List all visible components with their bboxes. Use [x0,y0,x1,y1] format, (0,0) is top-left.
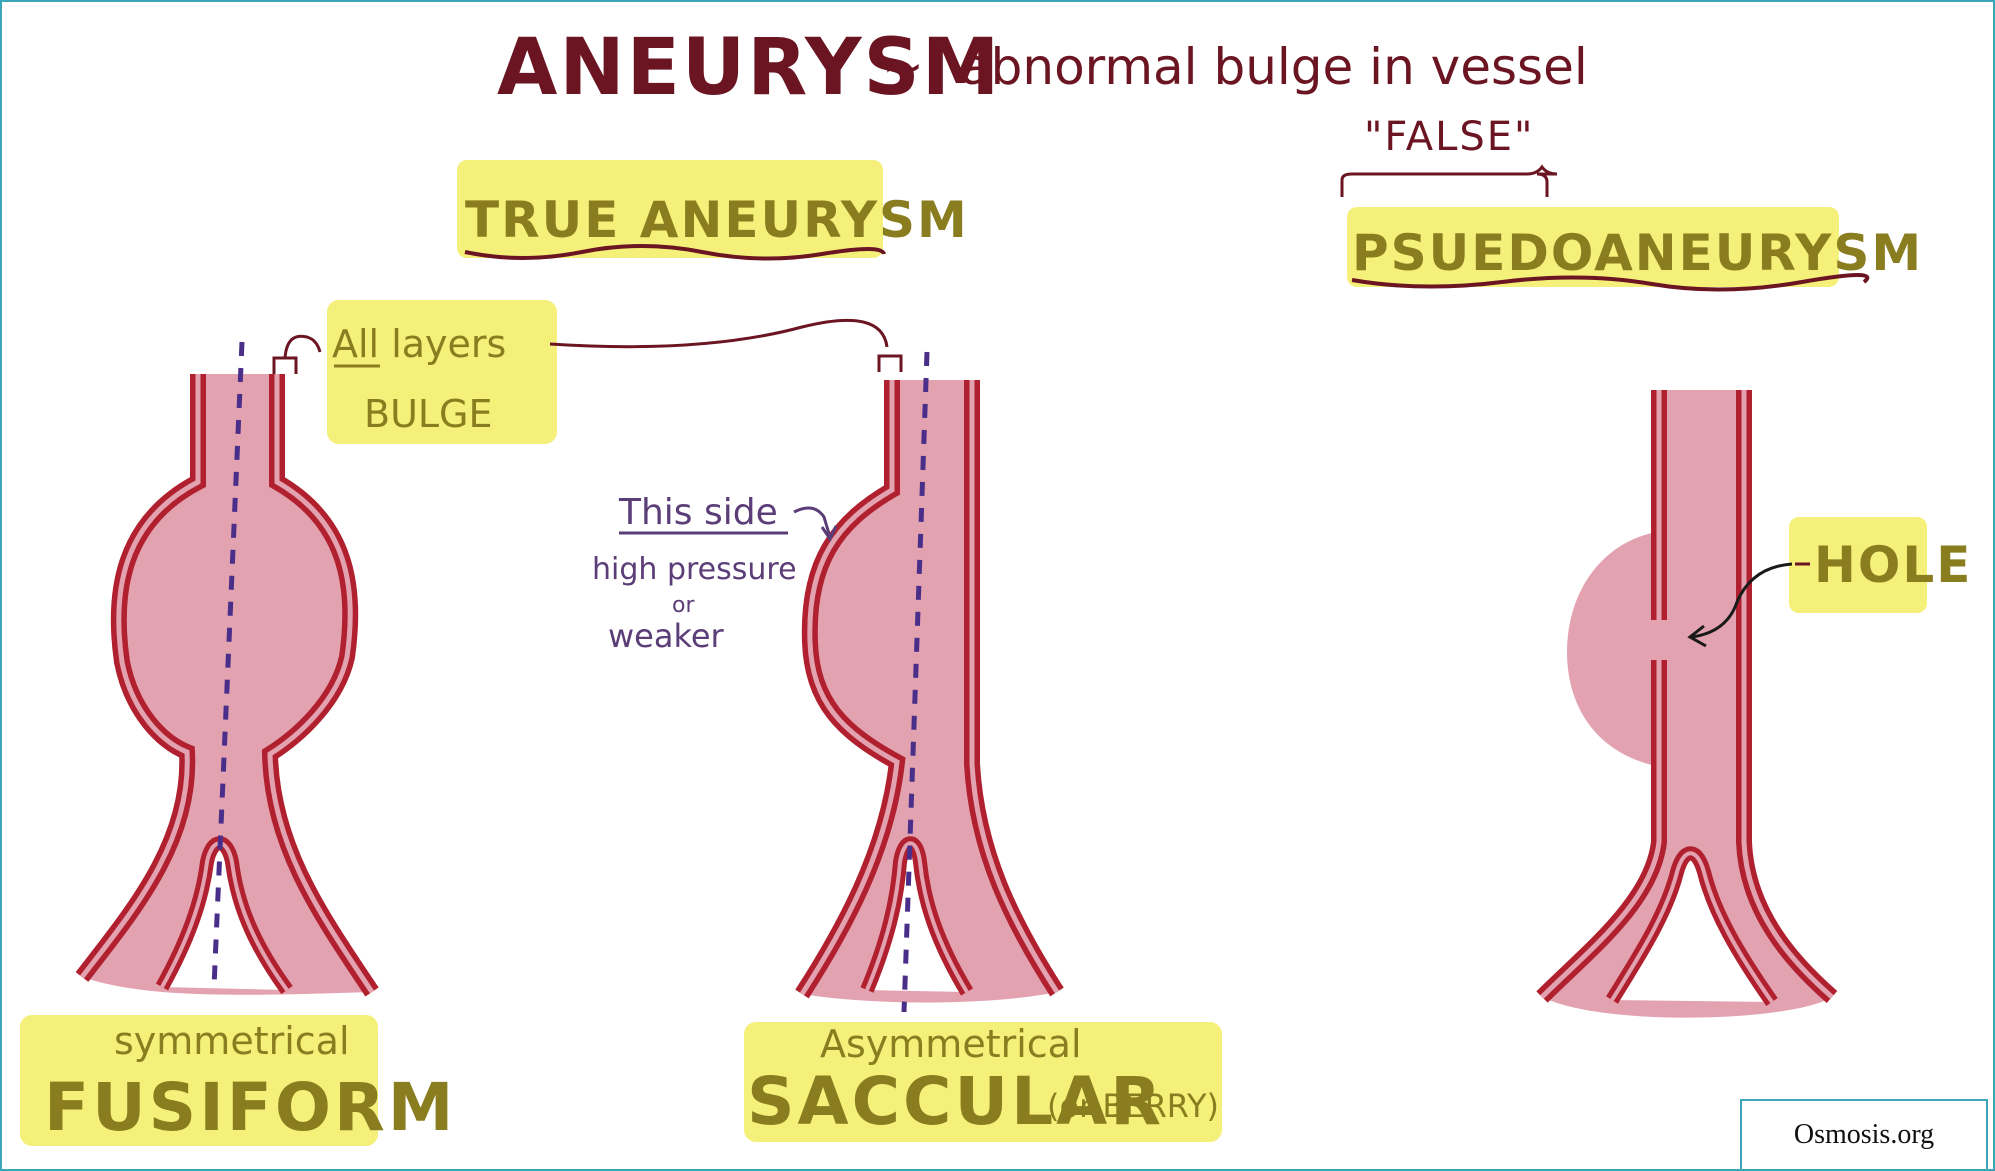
pseudo-wall-right-inner [1744,390,1832,997]
side-note-arrow [794,508,836,539]
true-aneurysm-heading: TRUE ANEURYSM [465,191,969,249]
saccular-alt-name: (or BERRY) [1047,1087,1219,1125]
pseudoaneurysm-heading: PSUEDOANEURYSM [1352,224,1923,282]
layers-note-line1: All layers [332,322,506,366]
title-tilde: ~ [882,38,924,96]
side-note-line1: This side [618,492,778,533]
side-note-line2: high pressure [592,552,797,587]
title-main: ANEURYSM [497,23,1001,113]
fusiform-wall-bracket [274,358,296,374]
false-brace [1342,167,1557,197]
hole-label: HOLE [1814,536,1972,594]
false-label: "FALSE" [1364,114,1534,160]
title-definition: abnormal bulge in vessel [960,38,1588,96]
pseudoaneurysm-vessel [1542,390,1832,1018]
bracket-connector-right [550,320,887,347]
fusiform-vessel [82,342,372,995]
saccular-descriptor: Asymmetrical [820,1022,1082,1066]
side-note-line3: or [672,593,695,618]
fusiform-name: FUSIFORM [44,1069,456,1146]
bracket-connector-left [285,336,320,358]
saccular-wall-bracket [879,356,901,372]
layers-note-line2: BULGE [364,392,493,436]
fusiform-descriptor: symmetrical [114,1019,350,1063]
credit-text: Osmosis.org [1794,1119,1934,1151]
pseudo-hole [1642,622,1682,658]
credit-box: Osmosis.org [1740,1099,1988,1171]
side-note-line4: weaker [608,617,725,655]
saccular-vessel [802,352,1057,1012]
